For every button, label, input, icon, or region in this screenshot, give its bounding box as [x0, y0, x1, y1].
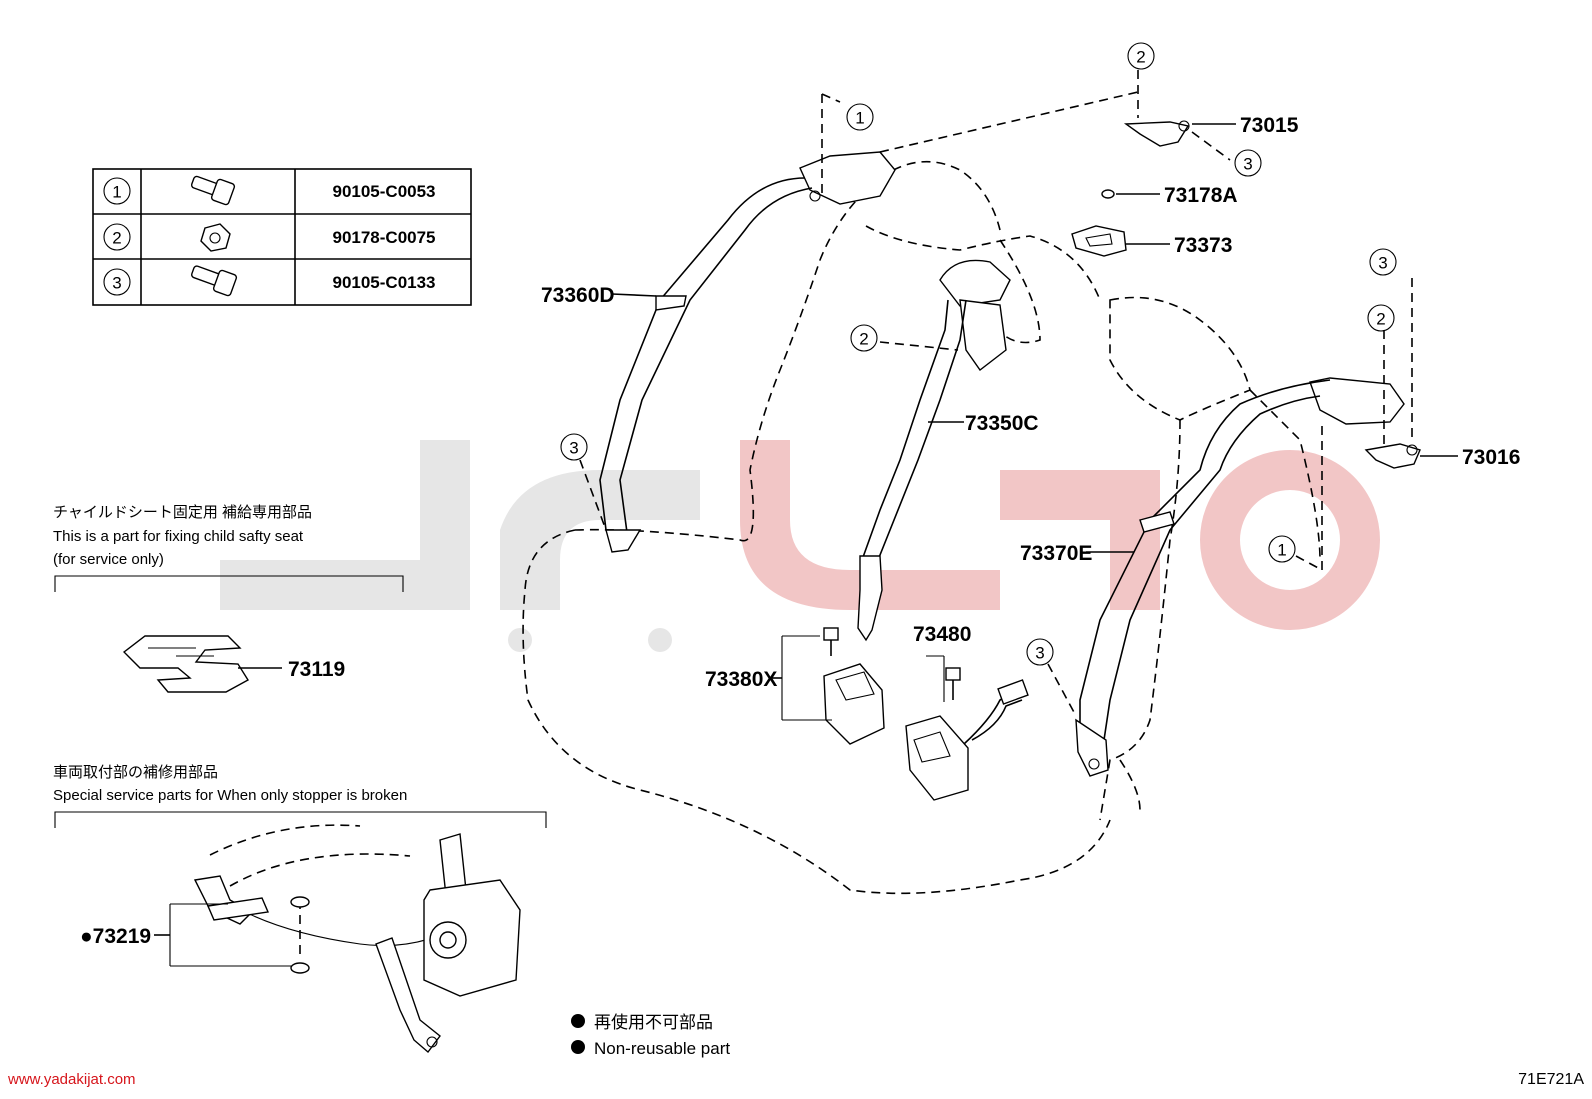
rear-seat-back-outline	[522, 160, 1321, 895]
diagram-code: 71E721A	[1518, 1071, 1584, 1088]
leader-line	[821, 93, 841, 103]
callout-2: 2	[1136, 48, 1145, 67]
watermark-logo	[220, 440, 1380, 652]
table-ref-3: 3	[112, 274, 121, 293]
callout-1: 1	[855, 109, 864, 128]
part-73480-buckle: 73480	[905, 623, 1029, 801]
part-label-73119: 73119	[288, 658, 345, 681]
non-reusable-bullet-icon	[571, 1040, 585, 1054]
belt-73360D: 73360D	[541, 151, 896, 553]
stopper-note: 車両取付部の補修用部品 Special service parts for Wh…	[53, 764, 547, 828]
part-73380X-buckle: 73380X	[705, 627, 885, 745]
table-ref-1: 1	[112, 183, 121, 202]
part-73015-bracket: 73015	[1123, 70, 1299, 161]
part-label-73178A: 73178A	[1164, 184, 1238, 207]
bolt-with-washer-icon	[190, 265, 238, 297]
child-seat-note-en-line1: This is a part for fixing child safty se…	[53, 528, 304, 545]
legend-en: Non-reusable part	[594, 1039, 730, 1058]
callout-2: 2	[859, 330, 868, 349]
part-label-73350C: 73350C	[965, 412, 1039, 435]
table-row: 2 90178-C0075	[103, 223, 436, 252]
fasteners-table: 1 90105-C0053 2 90178-C0075 3 90105-C0	[92, 168, 472, 306]
callout-1: 1	[1277, 541, 1286, 560]
table-ref-2: 2	[112, 229, 121, 248]
watermark-url: www.yadakijat.com	[7, 1071, 136, 1088]
part-label-73370E: 73370E	[1020, 542, 1092, 565]
child-seat-note-jp: チャイルドシート固定用 補給専用部品	[53, 504, 312, 521]
child-seat-note: チャイルドシート固定用 補給専用部品 This is a part for fi…	[53, 504, 404, 592]
part-label-73360D: 73360D	[541, 284, 615, 307]
stopper-note-en: Special service parts for When only stop…	[53, 787, 407, 804]
table-row: 1 90105-C0053	[103, 175, 436, 206]
legend: 再使用不可部品 Non-reusable part	[571, 1012, 730, 1058]
stopper-note-jp: 車両取付部の補修用部品	[53, 764, 218, 781]
part-label-73380X: 73380X	[705, 668, 777, 691]
callout-3: 3	[569, 439, 578, 458]
part-73178A-clip: 73178A	[1101, 184, 1238, 207]
flange-nut-icon	[200, 223, 231, 252]
part-label-73373: 73373	[1174, 234, 1232, 257]
part-label-73016: 73016	[1462, 446, 1520, 469]
part-label-73015: 73015	[1240, 114, 1299, 137]
part-label-73480: 73480	[913, 623, 971, 646]
legend-jp: 再使用不可部品	[594, 1012, 713, 1032]
table-part-number: 90178-C0075	[332, 228, 435, 247]
child-seat-note-en-line2: (for service only)	[53, 551, 164, 568]
callout-3: 3	[1035, 644, 1044, 663]
callout-circles: 2 1 3 3 2 2 3 1 3	[560, 42, 1397, 717]
leader-line	[879, 91, 1139, 153]
part-73373-cover: 73373	[1071, 225, 1232, 257]
part-73119-plate: 73119	[122, 635, 345, 693]
non-reusable-bullet-icon	[571, 1014, 585, 1028]
callout-3: 3	[1243, 155, 1252, 174]
callout-2: 2	[1376, 310, 1385, 329]
table-row: 3 90105-C0133	[103, 265, 436, 297]
table-part-number: 90105-C0133	[332, 273, 435, 292]
bolt-with-washer-icon	[190, 175, 236, 206]
part-73016-bracket: 73016	[1364, 278, 1520, 469]
callout-3: 3	[1378, 254, 1387, 273]
belt-73350C: 73350C	[857, 259, 1039, 642]
belt-73370E: 73370E	[1020, 377, 1405, 777]
part-label-73219: ●73219	[80, 925, 151, 948]
stopper-detail-drawing: ●73219	[80, 824, 521, 1054]
table-part-number: 90105-C0053	[332, 182, 435, 201]
